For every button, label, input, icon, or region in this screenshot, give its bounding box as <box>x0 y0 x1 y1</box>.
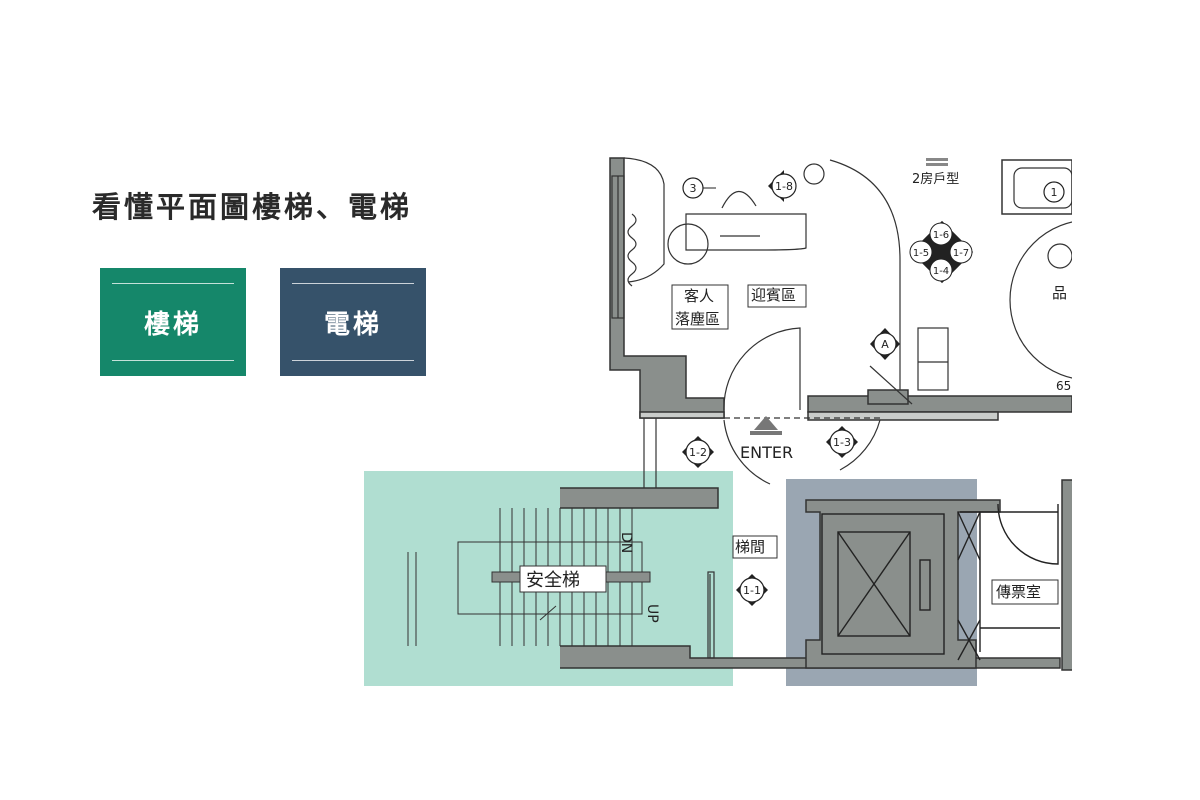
marker-1: 1 <box>1051 186 1058 199</box>
stair-up-label: UP <box>644 604 660 623</box>
room-stair-hall: 梯間 <box>735 538 765 556</box>
legend-elevator-label: 電梯 <box>323 309 382 340</box>
enter-label: ENTER <box>740 443 793 462</box>
room-guest-top: 客人 <box>684 287 714 305</box>
legend-stairs-label: 樓梯 <box>143 309 202 340</box>
safety-stair-label: 安全梯 <box>526 570 580 591</box>
marker-1-6: 1-6 <box>933 230 949 241</box>
marker-1-8: 1-8 <box>775 180 793 193</box>
room-guest-bottom: 落塵區 <box>675 310 720 328</box>
marker-A: A <box>881 338 889 351</box>
marker-1-7: 1-7 <box>953 248 969 259</box>
marker-1-1: 1-1 <box>743 584 761 597</box>
marker-3: 3 <box>690 182 697 195</box>
dimension-label: 65 <box>1056 379 1071 393</box>
legend-elevator-button[interactable]: 電梯 <box>280 268 426 376</box>
legend-stairs-button[interactable]: 樓梯 <box>100 268 246 376</box>
marker-1-4: 1-4 <box>933 266 949 277</box>
marker-1-2: 1-2 <box>689 446 707 459</box>
room-welcome: 迎賓區 <box>751 286 796 304</box>
page-title: 看懂平面圖樓梯、電梯 <box>92 190 413 224</box>
marker-1-3: 1-3 <box>833 436 851 449</box>
stair-dn-label: DN <box>618 532 634 553</box>
room-partial: 品 <box>1052 284 1067 302</box>
unit-type-label: 2房戶型 <box>912 171 959 187</box>
room-ticket: 傳票室 <box>996 583 1041 601</box>
plan-walls <box>560 157 1072 671</box>
marker-1-5: 1-5 <box>913 248 929 259</box>
